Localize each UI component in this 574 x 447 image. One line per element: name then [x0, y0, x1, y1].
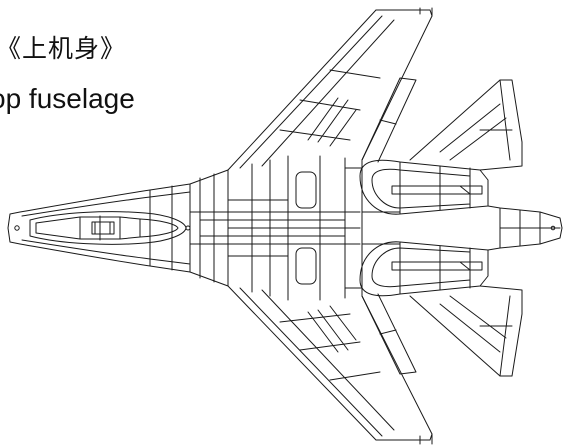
fuselage-centre-structure — [150, 156, 400, 300]
fuselage-outline — [8, 170, 228, 286]
left-engine-nacelle — [360, 160, 488, 214]
lower-tailplane — [410, 286, 522, 376]
lower-wing — [228, 286, 432, 444]
canopy — [30, 212, 190, 245]
caption-chinese: 《上机身》 — [0, 34, 127, 63]
upper-wing — [228, 8, 432, 170]
caption-english: op fuselage — [0, 83, 135, 114]
tail-stinger — [488, 206, 562, 250]
right-engine-nacelle — [360, 242, 488, 296]
caption: 《上机身》 op fuselage — [0, 28, 200, 118]
upper-tailplane — [410, 80, 522, 170]
vertical-fins — [392, 186, 482, 270]
